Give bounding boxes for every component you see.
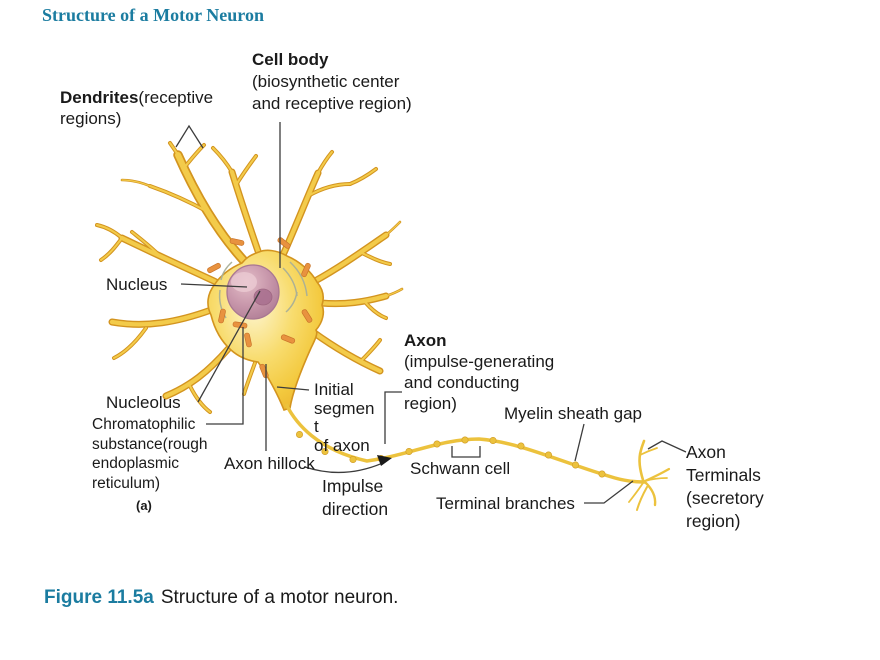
label-cell-body: Cell body(biosynthetic center and recept… (252, 50, 412, 113)
label-nucleolus: Nucleolus (106, 393, 181, 412)
label-panel-a: (a) (136, 498, 152, 513)
label-nucleus: Nucleus (106, 275, 168, 294)
label-dendrites: Dendrites(receptive regions) (60, 88, 214, 128)
myelin-sheath-gap-dot (461, 436, 469, 444)
label-axon-hillock: Axon hillock (224, 454, 315, 473)
myelin-sheath-gap-dot (571, 461, 579, 469)
label-impulse-direction: Impulse direction (322, 476, 389, 519)
label-myelin-sheath-gap: Myelin sheath gap (504, 404, 642, 423)
label-schwann-cell: Schwann cell (410, 459, 511, 478)
axon-chain-graphic (284, 403, 646, 484)
label-terminal-branches: Terminal branches (436, 494, 575, 513)
myelin-sheath-gap-dot (489, 436, 497, 444)
chromatophilic-graphic (207, 237, 313, 379)
myelin-sheath-gap-dot (433, 440, 441, 448)
nucleus-graphic (226, 264, 280, 320)
label-axon-terminals: Axon Terminals (secretory region) (686, 442, 764, 531)
myelin-sheath-gap-dot (405, 447, 413, 455)
label-chromatophilic-substance: Chromatophilic substance(rough endoplasm… (92, 416, 208, 492)
label-axon: Axon(impulse-generating and conducting r… (404, 331, 555, 413)
myelin-sheath-gap-dot (598, 470, 606, 478)
impulse-arrow (304, 455, 392, 474)
terminal-branches-graphic (628, 439, 671, 511)
myelin-sheath-gap-dot (544, 451, 552, 459)
myelin-sheath-gap-dot (295, 430, 303, 438)
myelin-sheath-gap-dot (517, 442, 525, 450)
leader-lines (175, 122, 687, 504)
myelin-sheath-gap-dot (321, 447, 329, 455)
label-initial-segment: Initial segmen t of axon (314, 380, 375, 455)
figure-title: Structure of a Motor Neuron (42, 5, 264, 25)
myelin-sheath-gap-dot (349, 455, 357, 463)
figure-caption-text: Structure of a motor neuron. (160, 587, 399, 608)
figure-caption: Figure 11.5a Structure of a motor neuron. (44, 586, 398, 610)
figure-number: Figure 11.5a (44, 587, 154, 608)
